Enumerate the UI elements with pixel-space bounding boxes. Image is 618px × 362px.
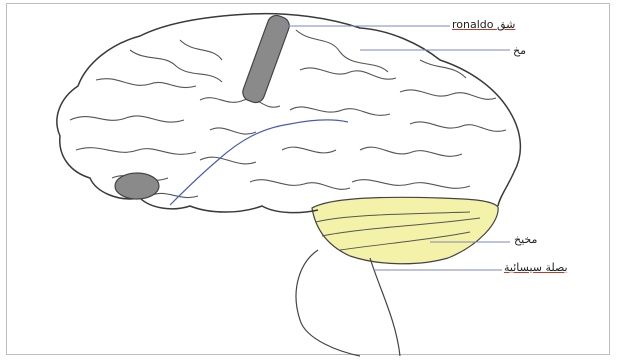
gyri — [70, 30, 506, 198]
temporal-region — [115, 173, 159, 199]
cerebellum-shape — [312, 197, 498, 263]
central-fissure — [240, 13, 291, 105]
central-line — [170, 120, 348, 205]
cerebellum — [312, 197, 498, 263]
label-brain: مخ — [513, 45, 526, 56]
label-brainstem: بصلة سيسائية — [504, 262, 568, 273]
label-fissure: شق ronaldo — [452, 19, 515, 30]
brainstem — [296, 250, 400, 356]
label-cerebellum: مخيخ — [514, 234, 537, 245]
